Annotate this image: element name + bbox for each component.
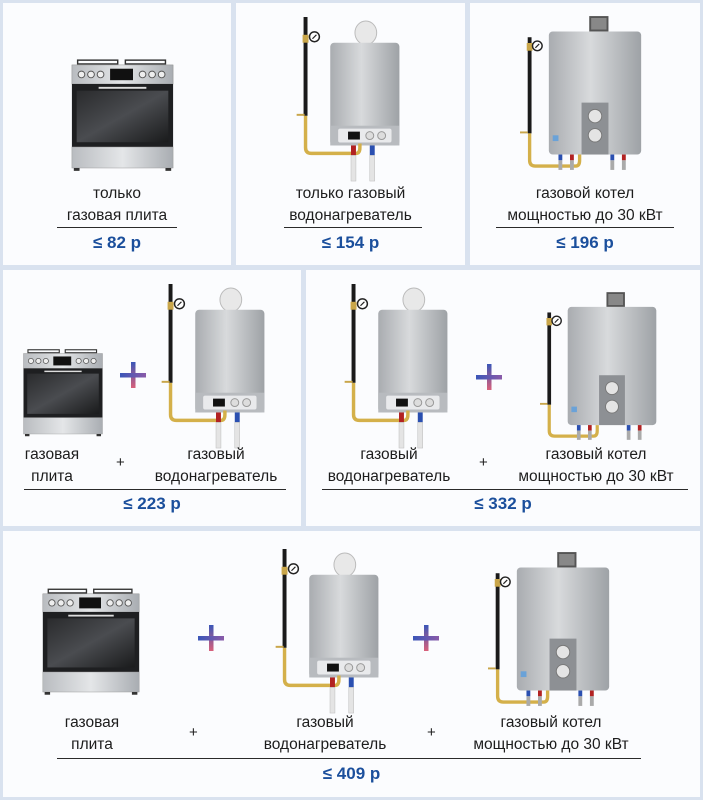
label-line: газовая плита bbox=[66, 207, 168, 224]
gas-water-heater-icon bbox=[161, 284, 271, 452]
option-label: только газовая плита bbox=[3, 183, 231, 227]
label-line: газовый bbox=[360, 446, 418, 463]
label-line: только газовый bbox=[295, 185, 406, 202]
plus-sign: + bbox=[427, 724, 436, 741]
price-value: ≤ 154 р bbox=[321, 233, 380, 252]
option-panel-all-three: газовая плита + газовый водонагреватель … bbox=[3, 531, 700, 797]
label-line: плита bbox=[71, 736, 113, 753]
plus-sign: + bbox=[116, 454, 125, 471]
divider bbox=[24, 489, 286, 490]
plus-sign: + bbox=[479, 454, 488, 471]
divider bbox=[496, 227, 674, 228]
label-line: только bbox=[93, 185, 141, 202]
price-value: ≤ 332 р bbox=[474, 494, 532, 513]
label-line: водонагреватель bbox=[263, 736, 387, 753]
label-line: газовый котел bbox=[545, 446, 647, 463]
divider bbox=[57, 758, 641, 759]
label-line: газовой котел bbox=[535, 185, 635, 202]
label-line: водонагреватель bbox=[154, 468, 278, 485]
option-label: газовый котел мощностью до 30 кВт bbox=[461, 712, 641, 756]
option-label: газовый водонагреватель bbox=[314, 444, 464, 488]
label-line: мощностью до 30 кВт bbox=[507, 207, 663, 224]
label-line: газовая bbox=[24, 446, 80, 463]
option-label: газовый водонагреватель bbox=[250, 712, 400, 756]
option-panel-heater-only: только газовый водонагреватель ≤ 154 р bbox=[236, 3, 465, 265]
gas-water-heater-icon bbox=[275, 549, 385, 717]
gas-boiler-icon bbox=[540, 290, 660, 442]
option-label: газовый котел мощностью до 30 кВт bbox=[506, 444, 686, 488]
plus-icon bbox=[476, 364, 502, 390]
plus-icon bbox=[413, 625, 439, 651]
label-line: водонагреватель bbox=[327, 468, 451, 485]
gas-stove-icon bbox=[70, 58, 175, 173]
gas-boiler-icon bbox=[488, 549, 613, 709]
price-value: ≤ 223 р bbox=[123, 494, 181, 513]
option-panel-boiler-only: газовой котел мощностью до 30 кВт ≤ 196 … bbox=[470, 3, 700, 265]
option-panel-heater-boiler: газовый водонагреватель + газовый котел … bbox=[306, 270, 700, 526]
price-value: ≤ 82 р bbox=[92, 233, 142, 252]
option-label: газовой котел мощностью до 30 кВт bbox=[470, 183, 700, 227]
option-panel-stove-heater: газовая плита + газовый водонагреватель … bbox=[3, 270, 301, 526]
option-label: только газовый водонагреватель bbox=[236, 183, 465, 227]
price-value: ≤ 409 р bbox=[322, 764, 381, 783]
label-line: газовая bbox=[64, 714, 120, 731]
option-label: газовая плита bbox=[13, 444, 91, 488]
label-line: газовый bbox=[187, 446, 245, 463]
plus-sign: + bbox=[189, 724, 198, 741]
gas-stove-icon bbox=[41, 587, 141, 697]
gas-boiler-icon bbox=[520, 13, 645, 173]
option-label: газовый водонагреватель bbox=[141, 444, 291, 488]
price-value: ≤ 196 р bbox=[556, 233, 614, 252]
divider bbox=[322, 489, 688, 490]
label-line: водонагреватель bbox=[289, 207, 412, 224]
option-label: газовая плита bbox=[53, 712, 131, 756]
label-line: газовый котел bbox=[500, 714, 602, 731]
gas-stove-icon bbox=[22, 348, 104, 438]
divider bbox=[284, 227, 422, 228]
label-line: плита bbox=[31, 468, 73, 485]
label-line: мощностью до 30 кВт bbox=[518, 468, 674, 485]
plus-icon bbox=[120, 362, 146, 388]
divider bbox=[57, 227, 177, 228]
gas-water-heater-icon bbox=[296, 17, 406, 185]
plus-icon bbox=[198, 625, 224, 651]
label-line: мощностью до 30 кВт bbox=[473, 736, 629, 753]
option-panel-stove-only: только газовая плита ≤ 82 р bbox=[3, 3, 231, 265]
gas-water-heater-icon bbox=[344, 284, 454, 452]
label-line: газовый bbox=[296, 714, 354, 731]
